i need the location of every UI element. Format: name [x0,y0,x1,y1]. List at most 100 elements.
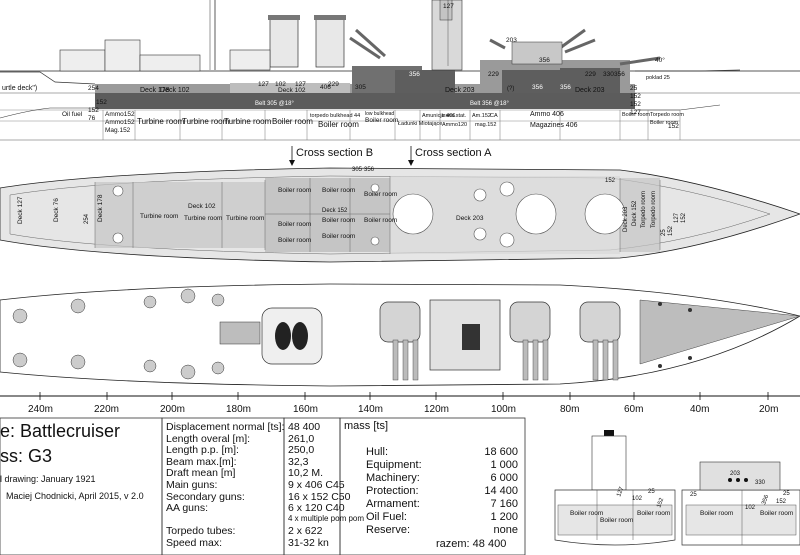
spec-value: 16 x 152 C50 [288,490,351,503]
spec-label: Beam max.[m]: [166,455,237,468]
armor-value: 356 [532,84,543,91]
compartment-label: CA [490,113,498,119]
spec-row: Draft mean [m]10,2 M. [166,467,338,479]
plan-label: Deck 203 [456,215,484,222]
spec-label: Length p.p. [m]: [166,444,239,457]
armor-value: 127 [295,81,306,88]
drawing-date: l drawing: January 1921 [0,474,96,484]
annotation: poklad 25 [646,75,670,81]
spec-label: Displacement normal [ts]: [166,421,285,433]
section-number: 102 [632,496,643,502]
compartment-label: Ammo120 [442,122,467,128]
deck-label: Deck 102 [278,87,306,94]
plan-label: Deck 203 [623,206,629,232]
plan-number: 254 [84,213,90,224]
spec-row: Torpedo tubes:2 x 622 [166,525,338,537]
deck-label: Deck 102 [160,87,190,94]
annotation: (?) [507,86,514,92]
armor-value: 127 [258,81,269,88]
compartment-label: Boiler room [365,117,398,124]
spec-value: 32,3 [288,455,309,468]
section-label: Boiler room [637,510,670,517]
compartment-label: Mag.152 [105,127,131,134]
mass-row: Oil Fuel: 1 200 [366,511,518,524]
mass-row: Armament:7 160 [366,498,518,511]
plan-label: Boiler room [364,191,397,198]
armor-value: 254 [88,85,99,92]
section-label: Boiler room [600,517,633,524]
spec-value: 6 x 120 C40 [288,502,345,515]
spec-value: 9 x 406 C45 [288,478,345,491]
section-number: 152 [776,499,787,505]
main-turret-icon [579,301,621,381]
armor-value: 229 [585,71,596,78]
belt-armor-band [95,93,635,109]
plan-label: Torpedo room [641,191,647,228]
scale-bar: 240m 220m 200m 180m 160m 140m 120m 100m … [0,392,800,415]
compartment-label: Ammo152 [105,119,135,126]
cross-section-markers: Cross section B Cross section A [289,146,492,166]
mass-value: none [493,524,518,536]
plan-label: Deck 178 [97,194,104,222]
scale-tick: 200m [160,404,185,415]
armor-value: 330 [603,71,614,78]
compartment-label: Turbine room [182,117,230,126]
plan-label: Deck 152 [322,208,348,214]
armor-value: 102 [275,81,286,88]
scale-tick: 20m [759,404,778,415]
mass-label: Reserve: [366,524,411,536]
plan-label: Deck 102 [188,203,216,210]
mass-label: Oil Fuel: [366,511,407,523]
annotation: 40° [655,56,665,64]
mass-row: Hull:18 600 [366,446,518,459]
mass-label: Machinery: [366,472,420,484]
deck-label: Deck 203 [445,87,475,94]
deck-label: Deck 203 [575,87,605,94]
spec-row: Beam max.[m]: 32,3 [166,456,338,468]
plan-label: Turbine room [184,215,222,222]
belt-label: Belt 356 @18° [470,101,509,107]
spec-value: 250,0 [288,444,315,457]
spec-row: Length overal [m]:261,0 [166,433,338,445]
plan-label: Deck 127 [17,196,24,224]
spec-row: AA guns:6 x 120 C40 [166,502,345,514]
armor-value: 305 [355,84,366,91]
mass-label: Equipment: [366,459,422,471]
mass-value: 1 200 [490,511,518,523]
armor-value: 25 [630,85,638,92]
annotation: urtle deck") [2,85,37,92]
armor-value: 127 [443,3,454,10]
main-turret-icon [509,301,551,381]
compartment-label: mag.152 [475,122,496,128]
section-label: Boiler room [760,510,793,517]
armor-value: 356 [539,57,550,64]
ship-class: ss: G3 [0,446,53,466]
scale-tick: 120m [424,404,449,415]
scale-tick: 40m [690,404,709,415]
section-number: 102 [745,505,756,511]
compartment-label: Turbine room [137,117,185,126]
mass-label: Hull: [366,446,389,458]
mass-value: 6 000 [490,472,518,484]
plan-label: Boiler room [278,221,311,228]
mass-label: Armament: [366,498,420,510]
armor-value: 203 [506,37,517,44]
spec-label: Draft mean [m] [166,467,236,480]
plan-label: Torpedo room [651,191,657,228]
spec-value: 48 400 [288,421,321,433]
compartment-label: Boiler room [272,117,313,126]
info-table-frame [0,417,526,555]
armor-value: 76 [88,115,96,122]
annotation: low bulkhead [365,111,394,117]
spec-label: Torpedo tubes: [166,525,236,538]
plan-label: Boiler room [278,187,311,194]
compartment-label: Boiler room [650,120,679,126]
spec-label: Main guns: [166,478,218,491]
mass-total: razem: 48 400 [436,538,507,550]
plan-number: 305 [352,167,363,173]
scale-tick: 60m [624,404,643,415]
belt-label: Belt 305 @18° [255,101,294,107]
compartment-label: Am.152 [472,113,491,119]
section-number: 25 [783,491,790,497]
